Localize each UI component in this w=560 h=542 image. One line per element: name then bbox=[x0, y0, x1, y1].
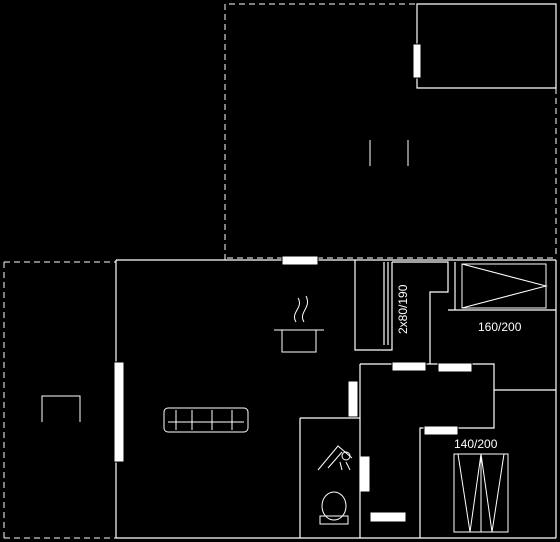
double-bed-bottom-label: 140/200 bbox=[454, 437, 498, 451]
double-bed-top-icon bbox=[461, 263, 547, 309]
double-bed-bottom-icon bbox=[453, 453, 509, 533]
top-right-bedroom: 160/200 bbox=[448, 262, 556, 334]
double-bed-top-label: 160/200 bbox=[478, 320, 522, 334]
left-terrace-outline bbox=[3, 261, 116, 539]
hall-door-1 bbox=[391, 361, 427, 372]
toilet-icon bbox=[319, 491, 349, 525]
house-walls bbox=[115, 259, 557, 539]
terrace-table-icon bbox=[369, 140, 409, 166]
bath-door bbox=[347, 380, 359, 418]
shower-icon bbox=[317, 445, 353, 471]
bathroom bbox=[299, 417, 361, 538]
upper-terrace-outline bbox=[224, 3, 557, 260]
twin-bed-label: 2x80/190 bbox=[396, 284, 410, 334]
cooking-pot-icon bbox=[274, 295, 324, 353]
left-terrace-table-icon bbox=[41, 395, 81, 422]
upper-storage-room bbox=[412, 3, 557, 89]
bedroom-door bbox=[423, 425, 459, 436]
bottom-right-bedroom: 140/200 bbox=[453, 437, 509, 533]
entrance-door bbox=[369, 511, 407, 523]
hall-door-2 bbox=[437, 362, 473, 373]
upper-door-opening bbox=[412, 43, 422, 79]
twin-bedroom: 2x80/190 bbox=[354, 260, 449, 365]
bath-inner-door bbox=[359, 455, 371, 493]
living-window bbox=[281, 255, 319, 266]
sofa-icon bbox=[163, 407, 249, 433]
double-bed-top-fold bbox=[461, 263, 548, 309]
terrace-sliding-door bbox=[113, 361, 125, 463]
double-bed-bottom-fold bbox=[457, 453, 482, 533]
